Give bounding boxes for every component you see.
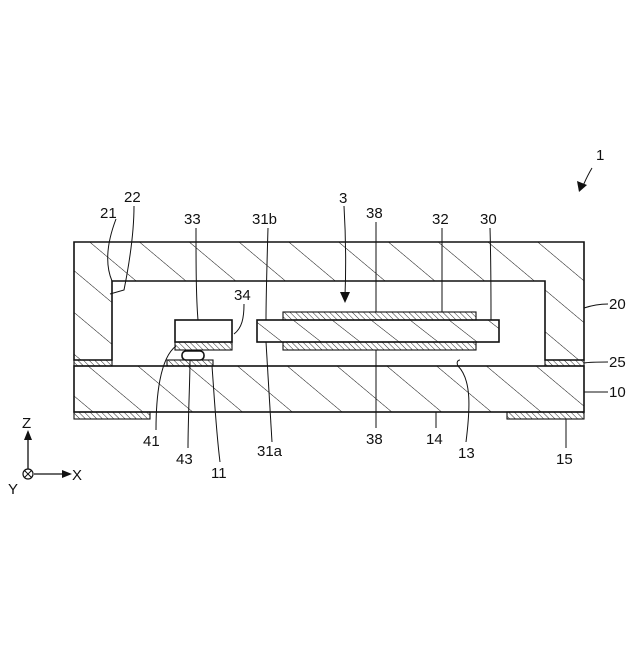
arrow-1 — [577, 181, 587, 192]
electrode-38-top — [283, 312, 476, 320]
terminal-15-right — [507, 412, 584, 419]
label-31a: 31a — [257, 443, 283, 460]
label-20: 20 — [609, 296, 626, 313]
label-33: 33 — [184, 211, 201, 228]
electrode-41 — [175, 342, 232, 350]
label-38-bottom: 38 — [366, 431, 383, 448]
label-11: 11 — [211, 465, 227, 482]
terminal-15-left — [74, 412, 150, 419]
label-10: 10 — [609, 384, 626, 401]
label-1: 1 — [596, 147, 604, 164]
label-41: 41 — [143, 433, 160, 450]
electrode-38-bottom — [283, 342, 476, 350]
base-substrate-10 — [74, 366, 584, 412]
label-25: 25 — [609, 354, 626, 371]
label-38-top: 38 — [366, 205, 383, 222]
label-13: 13 — [458, 445, 475, 462]
leader-34 — [234, 304, 244, 334]
label-14: 14 — [426, 431, 443, 448]
axis-y-label: Y — [8, 481, 18, 498]
leader-25 — [584, 362, 608, 363]
label-30: 30 — [480, 211, 497, 228]
arrow-3 — [340, 292, 350, 303]
axis-z-label: Z — [22, 415, 31, 432]
axis-y-into-page-icon — [23, 469, 33, 479]
plate-30 — [257, 320, 499, 342]
leader-20 — [584, 304, 608, 308]
label-32: 32 — [432, 211, 449, 228]
axis-x-label: X — [72, 467, 82, 484]
axis-x-arrowhead — [62, 470, 72, 478]
label-22: 22 — [124, 189, 141, 206]
block-33 — [175, 320, 232, 342]
adhesive-43 — [182, 351, 204, 360]
bond-layer-25-right — [545, 360, 584, 366]
bond-layer-25-left — [74, 360, 112, 366]
label-3: 3 — [339, 190, 347, 207]
label-43: 43 — [176, 451, 193, 468]
label-21: 21 — [100, 205, 117, 222]
label-15: 15 — [556, 451, 573, 468]
label-31b: 31b — [252, 211, 277, 228]
label-34: 34 — [234, 287, 251, 304]
